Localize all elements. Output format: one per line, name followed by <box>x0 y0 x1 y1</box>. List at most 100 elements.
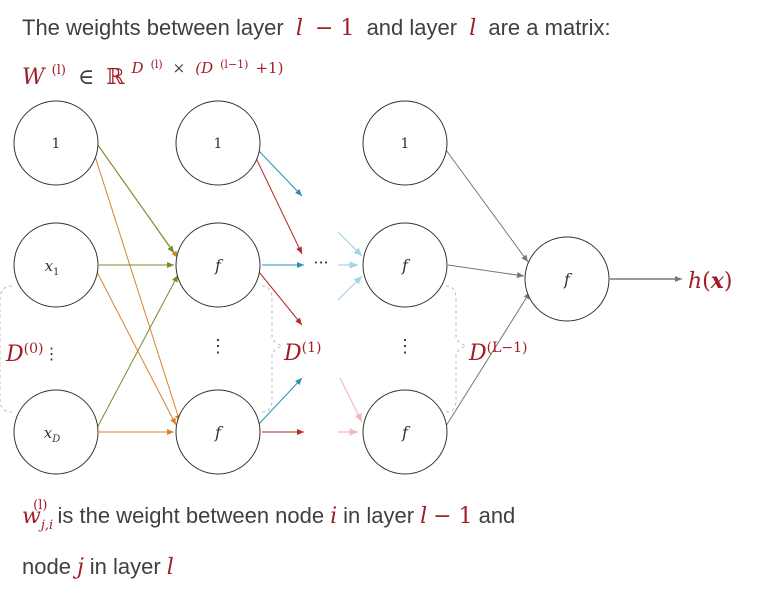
edge <box>445 149 529 263</box>
node-fDL1-label: f <box>401 423 411 442</box>
footer-w-sup: (l) <box>33 498 47 513</box>
edges-to-output <box>445 149 682 427</box>
label-D0: D(0)⋮ <box>5 341 59 367</box>
edges-layer0-to-layer1 <box>93 143 181 435</box>
header-tail: are a matrix: <box>488 15 610 40</box>
node-fDL1 <box>362 389 448 475</box>
matrix-in: ∈ <box>78 65 94 90</box>
D0-letter: D <box>5 342 24 367</box>
layer1-vdots: ⋮ <box>209 336 227 357</box>
layer-0: 1 x1 xD <box>13 100 99 475</box>
footer-text-1: is the weight between node <box>57 503 324 528</box>
footer-text-5: in layer <box>90 554 161 579</box>
node-xD <box>13 389 99 475</box>
node-bias-L1 <box>362 100 448 186</box>
label-DL1: D(L−1) <box>468 340 528 366</box>
edges-layer1-to-next <box>254 149 304 435</box>
edge <box>337 231 363 257</box>
footer-minus-one: − 1 <box>433 504 472 529</box>
edge <box>258 271 303 326</box>
node-output <box>524 236 610 322</box>
edge <box>93 152 181 423</box>
node-bias-1 <box>175 100 261 186</box>
footer-l: l <box>420 504 427 529</box>
matrix-D-sup: (l) <box>151 58 163 71</box>
node-x1-label: x1 <box>45 257 60 278</box>
output-layer: f h(x) <box>524 236 732 322</box>
node-xD-label: xD <box>44 424 61 445</box>
node-bias-1-label: 1 <box>214 136 223 152</box>
matrix-times: × <box>173 59 186 77</box>
matrix-W: W <box>22 65 47 90</box>
output-x: x <box>710 268 725 294</box>
layerL1-vdots: ⋮ <box>396 336 414 357</box>
header-l: l <box>469 16 476 41</box>
layer-L-minus-1: 1 f ⋮ f <box>362 100 448 475</box>
edges-into-last-hidden <box>337 231 363 436</box>
D1-sup: (1) <box>302 340 322 356</box>
edge <box>257 377 303 426</box>
node-fD1 <box>175 389 261 475</box>
label-D1: D(1) <box>283 340 321 366</box>
xD-var: x <box>44 424 53 442</box>
D0-dots: ⋮ <box>43 344 59 363</box>
matrix-plus-one: +1) <box>255 59 283 77</box>
brace-layer0 <box>0 285 13 413</box>
DL1-letter: D <box>468 341 487 366</box>
output-paren-open: ( <box>702 269 711 294</box>
footer-text-4: node <box>22 554 71 579</box>
matrix-paren-D: (D <box>195 59 213 77</box>
matrix-W-sup: (l) <box>52 63 66 78</box>
node-bias-0 <box>13 100 99 186</box>
x1-var: x <box>45 257 54 275</box>
node-output-label: f <box>563 270 573 289</box>
edge <box>445 291 531 427</box>
header-and-layer: and layer <box>367 15 458 40</box>
node-x1 <box>13 222 99 308</box>
footer-l2: l <box>167 555 174 580</box>
node-f1 <box>175 222 261 308</box>
node-fD1-label: f <box>214 423 224 442</box>
footer-text-2: in layer <box>343 503 414 528</box>
footer-w: w <box>22 504 41 529</box>
DL1-sup: (L−1) <box>487 340 528 356</box>
header-minus-one: − 1 <box>315 16 354 41</box>
node-bias-L1-label: 1 <box>401 136 410 152</box>
header-l-minus: l <box>296 16 303 41</box>
edge <box>337 275 363 301</box>
D0-sup: (0) <box>24 341 44 357</box>
edge <box>97 144 175 254</box>
node-bias-0-label: 1 <box>52 136 61 152</box>
matrix-D: D <box>131 59 144 77</box>
layer-braces <box>0 285 468 413</box>
footer-text-3: and <box>479 503 516 528</box>
edge <box>447 264 525 278</box>
matrix-D2-sup: (l−1) <box>220 58 248 71</box>
header-line-1: The weights between layer l − 1 and laye… <box>22 15 611 41</box>
output-h-x: h(x) <box>688 268 732 294</box>
x1-sub: 1 <box>53 267 59 278</box>
edge <box>96 274 179 429</box>
layer-1: 1 f ⋮ f <box>175 100 261 475</box>
footer-j: j <box>72 555 84 580</box>
brace-layerL1 <box>445 285 468 413</box>
brace-layer1 <box>261 285 284 413</box>
header-text-a: The weights between layer <box>22 15 284 40</box>
matrix-R: ℝ <box>106 65 125 90</box>
node-f1-label: f <box>214 256 224 275</box>
edge <box>257 149 303 197</box>
footer-i: i <box>330 504 337 529</box>
node-fL1 <box>362 222 448 308</box>
edge <box>254 155 303 255</box>
edge <box>96 271 177 426</box>
node-fL1-label: f <box>401 256 411 275</box>
D1-letter: D <box>283 341 302 366</box>
output-h: h <box>688 269 702 294</box>
matrix-expression: W (l) ∈ ℝ D (l) × (D (l−1) +1) <box>22 49 283 90</box>
footer-w-sub: j,i <box>38 518 53 533</box>
edge <box>339 377 363 423</box>
xD-sub: D <box>51 434 60 445</box>
